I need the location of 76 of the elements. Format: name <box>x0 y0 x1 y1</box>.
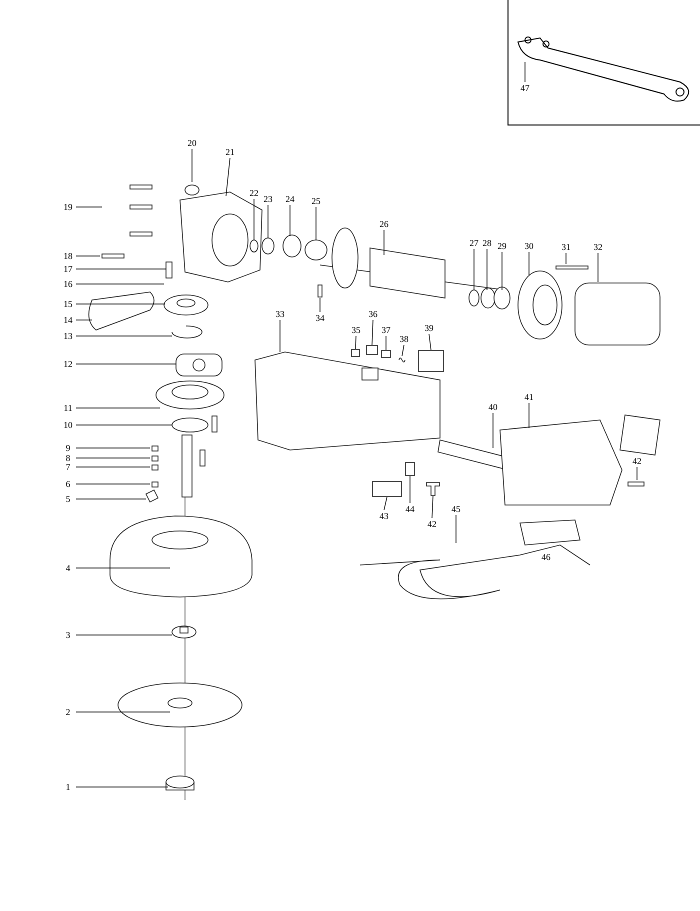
callout-number: 14 <box>64 315 72 325</box>
callout-number: 21 <box>226 147 234 157</box>
callout-number: 25 <box>312 196 320 206</box>
leader-line <box>76 206 102 208</box>
leader-line <box>402 344 404 356</box>
carbon-brush-drawing <box>351 349 360 357</box>
leader-line <box>636 466 638 480</box>
callout-number: 42 <box>632 456 642 466</box>
screw-drawing <box>426 482 440 496</box>
callout-number: 22 <box>250 188 258 198</box>
leader-line <box>372 320 374 346</box>
switch-drawing <box>418 350 444 372</box>
callout-number: 39 <box>424 323 434 333</box>
callout-number: 19 <box>64 202 72 212</box>
callout-number: 33 <box>276 309 284 319</box>
leader-line <box>76 786 168 788</box>
callout-number: 1 <box>66 782 70 792</box>
callout-number: 4 <box>66 563 70 573</box>
callout-number: 12 <box>64 359 72 369</box>
callout-number: 40 <box>488 402 498 412</box>
leader-line <box>76 424 172 426</box>
leader-line <box>524 62 526 82</box>
callout-number: 15 <box>64 299 72 309</box>
clip-drawing <box>405 462 415 476</box>
callout-number: 44 <box>406 504 414 514</box>
brush-holder-drawing <box>366 345 378 355</box>
callout-number: 28 <box>482 238 492 248</box>
callout-number: 27 <box>470 238 478 248</box>
callout-number: 46 <box>542 552 550 562</box>
callout-number: 29 <box>498 241 506 251</box>
callout-number: 7 <box>66 462 70 472</box>
callout-number: 47 <box>520 83 530 93</box>
callout-number: 5 <box>66 494 70 504</box>
callout-number: 45 <box>452 504 460 514</box>
callout-number: 32 <box>594 242 602 252</box>
callout-number: 20 <box>188 138 196 148</box>
callout-number: 6 <box>66 479 70 489</box>
leader-line <box>428 334 432 350</box>
callout-number: 8 <box>66 453 70 463</box>
callout-number: 2 <box>66 707 70 717</box>
callout-number: 34 <box>316 313 324 323</box>
callout-number: 17 <box>64 264 72 274</box>
leader-line <box>384 496 388 510</box>
callout-number: 43 <box>380 511 388 521</box>
leader-line <box>76 634 172 636</box>
capacitor-drawing <box>372 481 402 497</box>
callout-number: 18 <box>64 251 72 261</box>
callout-number: 24 <box>286 194 294 204</box>
leader-line <box>528 252 530 276</box>
callout-number: 16 <box>64 279 72 289</box>
callout-number: 3 <box>66 630 70 640</box>
leader-line <box>226 158 230 196</box>
callout-number: 37 <box>382 325 390 335</box>
leader-line <box>528 402 530 428</box>
callout-number: 41 <box>524 392 534 402</box>
leader-line <box>432 496 434 518</box>
callout-number: 26 <box>380 219 388 229</box>
clip-drawing <box>381 350 391 358</box>
spring-drawing <box>398 356 406 364</box>
callout-number: 23 <box>264 194 272 204</box>
callout-number: 36 <box>368 309 378 319</box>
leader-line <box>76 466 150 468</box>
callout-number: 10 <box>64 420 72 430</box>
callout-number: 35 <box>352 325 360 335</box>
leader-line <box>486 248 488 290</box>
callout-number: 31 <box>562 242 570 252</box>
callout-number: 38 <box>400 334 408 344</box>
callout-number: 11 <box>64 403 72 413</box>
leader-line <box>76 498 146 500</box>
callout-number: 9 <box>66 443 70 453</box>
callout-number: 13 <box>64 331 72 341</box>
leader-line <box>355 336 356 350</box>
leader-line <box>492 412 494 448</box>
leader-line <box>76 268 166 270</box>
callout-number: 42 <box>428 519 436 529</box>
callout-number: 30 <box>524 241 534 251</box>
